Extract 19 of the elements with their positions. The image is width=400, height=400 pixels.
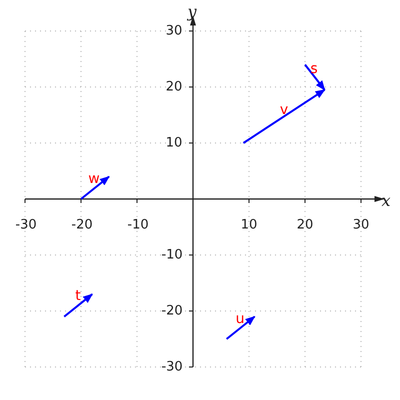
tick-label: 30 [166, 24, 182, 38]
axis-label: y [187, 4, 197, 20]
vector-label: s [310, 62, 318, 76]
vector-label: v [280, 103, 288, 117]
vector-label: u [236, 312, 244, 326]
tick-label: 10 [166, 136, 182, 150]
tick-label: -30 [161, 360, 183, 374]
tick-label: 20 [296, 218, 314, 232]
tick-label: 30 [352, 218, 370, 232]
tick-label: -30 [15, 218, 37, 232]
tick-label: 10 [240, 218, 258, 232]
tick-label: -10 [161, 248, 183, 262]
vector-label: w [88, 172, 100, 186]
tick-label: -20 [161, 304, 183, 318]
tick-label: -10 [127, 218, 149, 232]
tick-label: -20 [71, 218, 93, 232]
tick-label: 20 [166, 80, 182, 94]
axis-label: x [381, 193, 391, 209]
vector-label: t [75, 289, 81, 303]
